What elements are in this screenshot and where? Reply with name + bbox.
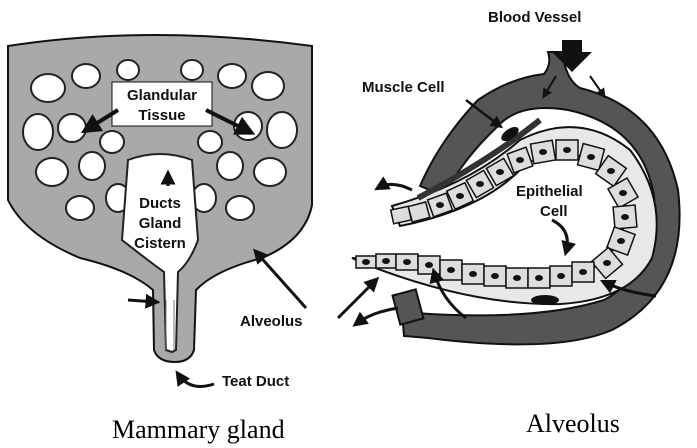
alveolus-label: Alveolus — [240, 313, 303, 330]
teat-side-arrow — [128, 300, 156, 302]
teat-duct-label: Teat Duct — [222, 373, 289, 390]
ducts-label-line1: Ducts — [139, 195, 181, 212]
muscle-cell-label: Muscle Cell — [362, 79, 445, 96]
alveolus-arrow-left — [256, 252, 306, 308]
blood-vessel-label: Blood Vessel — [488, 9, 581, 26]
epithelial-label-line1: Epithelial — [516, 183, 583, 200]
flow-arrow-upper-left — [378, 184, 412, 190]
epithelial-arrow — [552, 220, 567, 252]
teat-duct-arrow — [178, 374, 214, 386]
ducts-label-line3: Cistern — [134, 235, 186, 252]
epithelial-label-line2: Cell — [540, 203, 568, 220]
flow-arrow-lower-left — [356, 308, 398, 324]
caption-alveolus: Alveolus — [526, 409, 620, 438]
mammary-gland: Glandular Tissue Ducts Gland Cistern Tea… — [8, 35, 312, 390]
glandular-label-line1: Glandular — [127, 87, 197, 104]
ducts-label-line2: Gland — [139, 215, 182, 232]
alveolus-arrow-right — [338, 280, 376, 318]
glandular-label-line2: Tissue — [138, 107, 185, 124]
caption-mammary-gland: Mammary gland — [112, 415, 285, 444]
